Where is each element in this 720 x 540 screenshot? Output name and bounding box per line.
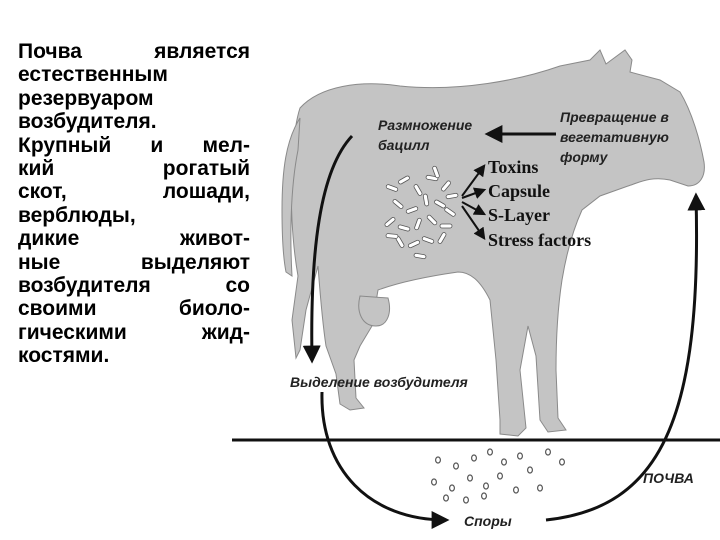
spore <box>435 456 442 464</box>
factor-s-layer: S-Layer <box>488 205 550 225</box>
paragraph-line: верблюды, <box>18 203 136 227</box>
paragraph-line: естественным <box>18 63 168 87</box>
spore <box>536 484 543 492</box>
paragraph-line: возбудителя со <box>18 274 250 298</box>
cow-silhouette <box>281 49 705 437</box>
arrow-spores-to-cow <box>545 192 706 522</box>
bacillus <box>398 175 410 185</box>
reproduction-label-line2: бацилл <box>378 137 430 153</box>
spore <box>431 478 438 486</box>
spore <box>443 494 450 502</box>
bacillus <box>445 192 459 200</box>
paragraph-line: скот, лошади, <box>18 180 250 204</box>
bacillus <box>385 233 399 239</box>
spore <box>544 448 551 456</box>
spores-dots <box>431 448 565 504</box>
bacillus <box>437 232 447 244</box>
factor-capsule: Capsule <box>488 181 550 201</box>
excretion-label: Выделение возбудителя <box>290 374 468 390</box>
paragraph-line: ные выделяют <box>18 250 250 274</box>
bacillus <box>413 184 423 196</box>
paragraph-line: гическими жид- <box>18 320 250 344</box>
bacillus <box>444 207 456 217</box>
spore <box>501 458 508 466</box>
factor-pointers <box>461 164 487 240</box>
bacillus <box>426 214 438 226</box>
arrow-reproduction-to-excretion <box>302 134 354 364</box>
bacillus <box>413 252 427 260</box>
spore <box>471 454 478 462</box>
spore <box>453 462 460 470</box>
spore <box>512 486 519 494</box>
transform-label-line3: форму <box>560 149 609 165</box>
spore <box>558 458 565 466</box>
spore <box>497 472 504 480</box>
paragraph-line: резервуаром <box>18 86 154 110</box>
factor-toxins: Toxins <box>488 157 538 177</box>
paragraph-line: дикие живот- <box>18 227 250 251</box>
bacilli-cluster <box>384 165 459 260</box>
spore <box>526 466 533 474</box>
spore <box>516 452 523 460</box>
paragraph-line: возбудителя. <box>18 110 157 134</box>
spores-label: Споры <box>464 513 512 529</box>
bacillus <box>397 224 411 232</box>
bacillus <box>414 217 422 231</box>
bacillus <box>434 199 446 209</box>
bacillus <box>432 165 440 179</box>
reproduction-label-line1: Размножение <box>378 117 472 133</box>
transform-label-line2: вегетативную <box>560 129 669 145</box>
spore <box>483 482 490 490</box>
bacillus <box>439 223 453 229</box>
spore <box>487 448 494 456</box>
paragraph-line: кий рогатый <box>18 157 250 181</box>
soil-label: ПОЧВА <box>643 470 694 486</box>
spore <box>449 484 456 492</box>
paragraph-line: своими биоло- <box>18 297 250 321</box>
bacillus <box>407 239 421 249</box>
bacillus <box>384 217 396 227</box>
bacillus <box>422 193 430 207</box>
bacillus <box>441 180 451 192</box>
spore <box>467 474 474 482</box>
bacillus <box>405 206 419 214</box>
arrow-excretion-to-spores <box>320 391 450 529</box>
bacillus <box>421 236 435 244</box>
bacillus <box>392 199 404 209</box>
factor-stress: Stress factors <box>488 230 591 250</box>
transform-label-line1: Превращение в <box>560 109 669 125</box>
bacillus <box>425 174 439 182</box>
bacillus <box>385 184 399 192</box>
spore <box>481 492 488 500</box>
paragraph-line: Почва является <box>18 40 250 63</box>
spore <box>463 496 470 504</box>
paragraph-line: Крупный и мел- <box>18 133 250 157</box>
paragraph-line: костями. <box>18 344 110 368</box>
